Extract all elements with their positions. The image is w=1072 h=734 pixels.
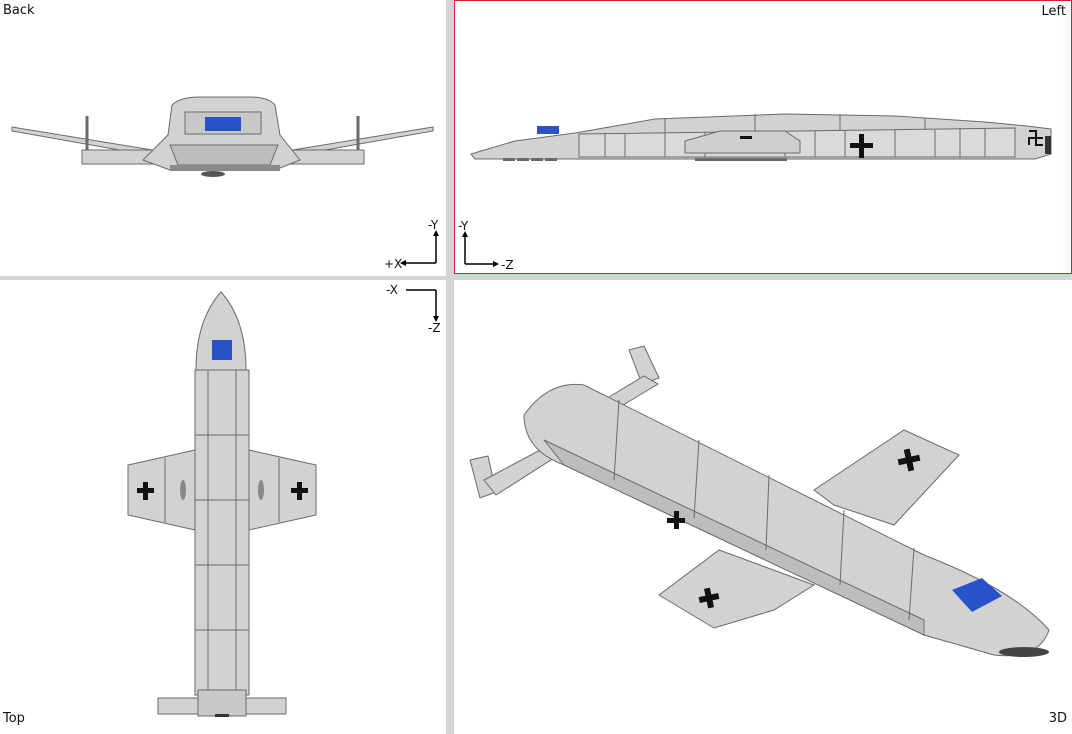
- axis-h-label: -X: [386, 283, 398, 297]
- viewport-left-label: Left: [1041, 4, 1066, 19]
- axis-gizmo: +X -Y: [384, 218, 439, 271]
- axis-v-label: -Z: [428, 321, 441, 335]
- viewport-3d[interactable]: 3D: [454, 280, 1072, 734]
- viewport-top[interactable]: Top -X -Z: [0, 280, 446, 734]
- axis-gizmo: -X -Z: [386, 283, 441, 335]
- left-view-model: [470, 113, 1052, 161]
- axis-gizmo: -Z -Y: [458, 219, 514, 272]
- top-view-model: [127, 291, 317, 717]
- back-view-model: [11, 96, 434, 177]
- axis-h-label: +X: [384, 257, 402, 271]
- viewport-left[interactable]: Left: [454, 0, 1072, 274]
- viewport-3d-label: 3D: [1048, 711, 1067, 726]
- perspective-view-model: [469, 345, 1050, 657]
- axis-h-label: -Z: [501, 258, 514, 272]
- viewport-back-label: Back: [3, 3, 35, 18]
- viewport-back[interactable]: Back +X -Y: [0, 0, 446, 276]
- viewport-top-label: Top: [3, 711, 25, 726]
- axis-v-label: -Y: [458, 219, 469, 233]
- axis-v-label: -Y: [428, 218, 439, 232]
